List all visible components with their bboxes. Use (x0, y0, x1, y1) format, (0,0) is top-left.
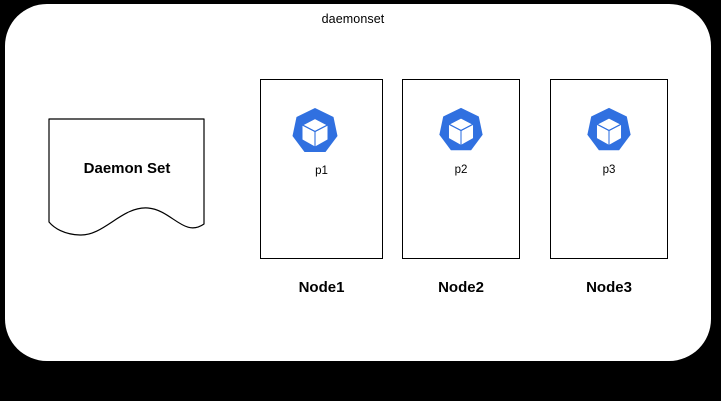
pod-label: p1 (315, 165, 328, 177)
kubernetes-pod-icon (439, 107, 483, 151)
kubernetes-pod-icon (587, 107, 631, 151)
node-label: Node2 (438, 279, 484, 296)
kubernetes-pod-icon (292, 108, 338, 152)
pod-3[interactable] (584, 105, 634, 155)
daemonset-label: Daemon Set (83, 160, 171, 177)
page-title: daemonset (321, 12, 385, 26)
pod-label: p2 (454, 164, 468, 176)
pod-1[interactable] (289, 105, 341, 157)
node-label: Node1 (298, 279, 345, 296)
node-label: Node3 (586, 279, 632, 296)
daemonset-document-shape (44, 114, 210, 240)
node-group-3: p3 Node3 (550, 79, 668, 305)
pod-label: p3 (602, 164, 616, 176)
node-box[interactable] (260, 79, 383, 259)
pod-2[interactable] (436, 105, 486, 155)
node-group-1: p1 Node1 (260, 79, 383, 305)
node-group-2: p2 Node2 (402, 79, 520, 305)
